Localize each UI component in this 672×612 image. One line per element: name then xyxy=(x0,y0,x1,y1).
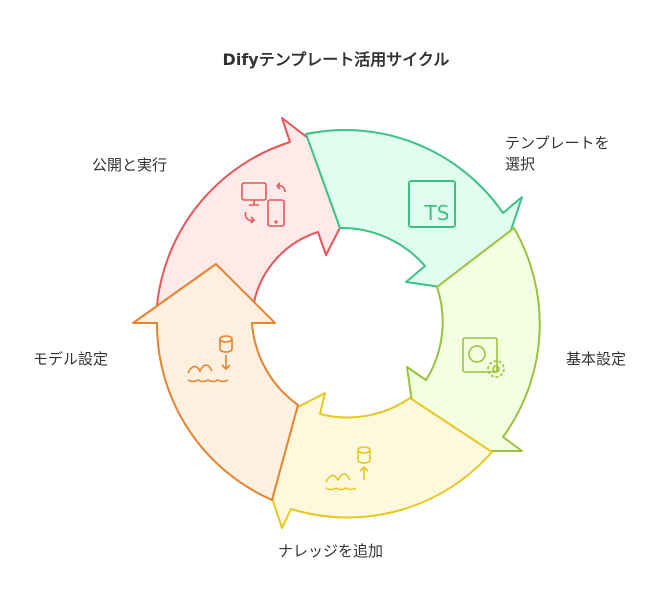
diagram-title: Difyテンプレート活用サイクル xyxy=(222,50,450,69)
label-template-line2: 選択 xyxy=(505,155,536,173)
typescript-file-icon: TS xyxy=(408,180,456,228)
svg-text:TS: TS xyxy=(424,201,450,225)
database-upload-icon xyxy=(325,446,371,491)
database-download-icon xyxy=(187,335,233,383)
label-publish: 公開と実行 xyxy=(92,156,168,174)
label-basic-settings: 基本設定 xyxy=(566,350,627,368)
settings-plug-icon xyxy=(462,337,505,378)
arrow-template xyxy=(305,129,523,295)
devices-sync-icon xyxy=(241,182,286,227)
arrow-model xyxy=(132,263,299,501)
label-template-line1: テンプレートを xyxy=(505,134,610,152)
arrow-knowledge xyxy=(249,392,493,529)
label-knowledge: ナレッジを追加 xyxy=(278,542,384,560)
label-model: モデル設定 xyxy=(33,350,109,368)
arrow-basic-settings xyxy=(406,227,541,452)
label-template: テンプレートを 選択 xyxy=(505,133,610,175)
arrow-publish xyxy=(156,117,365,306)
